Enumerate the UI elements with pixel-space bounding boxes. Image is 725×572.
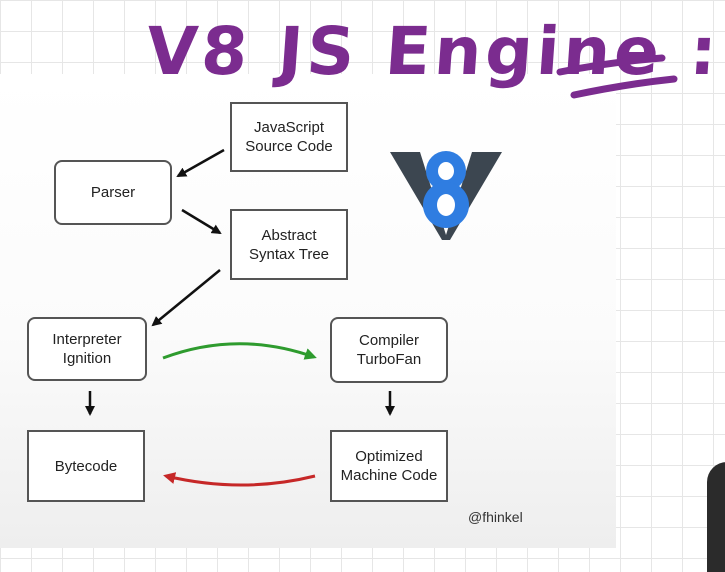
node-label: Optimized Machine Code — [340, 448, 438, 484]
node-bytecode: Bytecode — [27, 430, 145, 502]
arrow-source-to-parser — [176, 148, 225, 178]
node-optimized-machine-code: Optimized Machine Code — [330, 430, 448, 502]
node-label: Parser — [90, 184, 136, 201]
slide-canvas: V8 JS Engine : JavaScript Source Code Pa… — [0, 13, 725, 572]
diagram-arrows — [85, 148, 395, 487]
title-text: V8 JS Engine : — [144, 13, 723, 90]
node-label: Abstract Syntax Tree — [248, 226, 330, 263]
arrow-parser-to-ast — [181, 208, 222, 235]
node-parser: Parser — [54, 160, 172, 225]
arrow-optimized-to-bytecode — [163, 472, 316, 487]
node-compiler-turbofan: Compiler TurboFan — [330, 317, 448, 383]
node-abstract-syntax-tree: Abstract Syntax Tree — [230, 209, 348, 280]
arrow-interpreter-to-compiler — [162, 342, 317, 360]
arrow-ast-to-interpreter — [151, 269, 221, 327]
node-label: Compiler TurboFan — [356, 332, 422, 368]
node-label: Bytecode — [54, 457, 118, 475]
node-interpreter-ignition: Interpreter Ignition — [27, 317, 147, 381]
v8-logo-bottom-hole — [437, 194, 455, 216]
v8-logo-chevron — [390, 152, 502, 240]
node-label: JavaScript Source Code — [245, 119, 333, 155]
title-underline-2 — [570, 75, 678, 99]
node-source-code: JavaScript Source Code — [230, 102, 348, 172]
presenter-silhouette — [707, 462, 725, 572]
v8-logo-top-hole — [438, 162, 454, 180]
author-credit: @fhinkel — [468, 509, 523, 525]
v8-logo — [390, 151, 502, 240]
title-underline-1 — [556, 54, 666, 76]
node-label: Interpreter Ignition — [52, 331, 122, 367]
handwritten-title: V8 JS Engine : — [144, 13, 723, 99]
